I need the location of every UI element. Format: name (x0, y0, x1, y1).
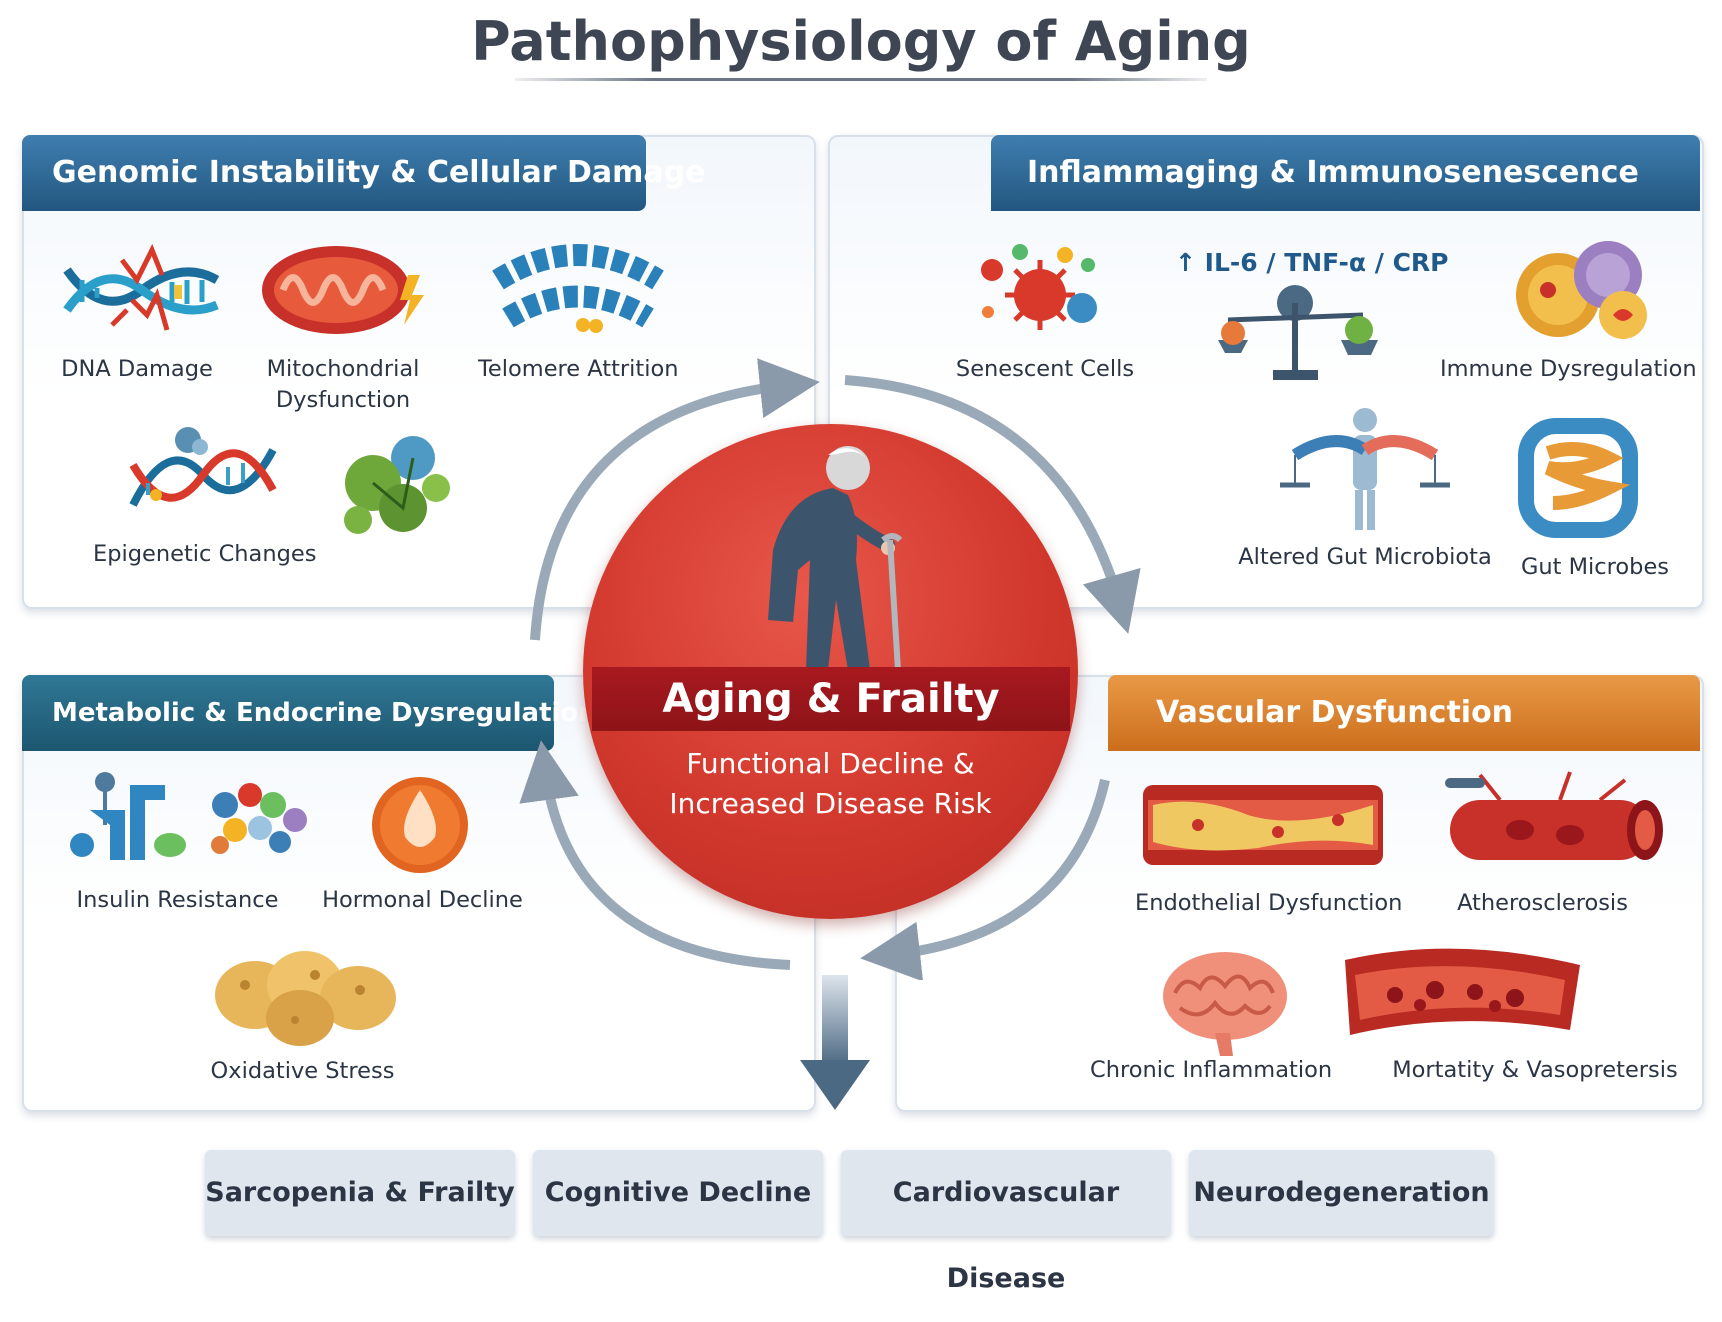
center-subtitle-line2: Increased Disease Risk (669, 787, 992, 820)
label-mitochondrial-line2: Dysfunction (275, 387, 411, 413)
immune-cells-icon (1516, 241, 1647, 339)
epigenetic-cluster-icon (344, 436, 450, 534)
panel-inflammaging-header: Inflammaging & Immunosenescence (991, 135, 1700, 211)
epigenetic-icon (129, 427, 277, 507)
outcome-cognitive-decline: Cognitive Decline (533, 1150, 823, 1236)
page-title: Pathophysiology of Aging (471, 10, 1251, 73)
dna-damage-icon (63, 243, 220, 331)
title-underline (515, 78, 1207, 81)
label-insulin-resistance: Insulin Resistance (76, 887, 279, 913)
hormone-drop-icon (372, 777, 468, 873)
label-gut-microbes: Gut Microbes (1520, 554, 1670, 580)
vessel-plaque-icon (1143, 785, 1383, 865)
label-markers: ↑ IL-6 / TNF-α / CRP (1175, 248, 1449, 277)
label-senescent-cells: Senescent Cells (955, 356, 1135, 382)
label-dna-damage: DNA Damage (61, 356, 213, 382)
panel-vascular-header: Vascular Dysfunction (1108, 675, 1700, 751)
senescent-cells-icon (981, 244, 1097, 330)
label-altered-gut-microbiota: Altered Gut Microbiota (1238, 544, 1492, 570)
center-subtitle-line1: Functional Decline & (686, 747, 975, 780)
panel-metabolic-header: Metabolic & Endocrine Dysregulation (22, 675, 597, 751)
telomere-icon (492, 244, 664, 333)
outcome-cardiovascular: Cardiovascular Disease (841, 1150, 1171, 1294)
label-immune-dysregulation: Immune Dysregulation (1440, 356, 1697, 382)
outcome-sarcopenia: Sarcopenia & Frailty (205, 1150, 515, 1236)
label-mitochondrial-line1: Mitochondrial (266, 356, 420, 382)
microbiota-balance-icon (1280, 408, 1450, 530)
intestine-icon (1518, 418, 1638, 538)
label-telomere: Telomere Attrition (478, 356, 679, 382)
label-chronic-inflammation: Chronic Inflammation (1090, 1057, 1333, 1083)
brain-icon (1163, 952, 1287, 1056)
insulin-receptor-icon (70, 772, 186, 860)
elderly-person-icon (768, 446, 903, 670)
outcome-neurodegeneration: Neurodegeneration (1189, 1150, 1494, 1236)
oxidative-stress-icon (215, 951, 396, 1046)
label-hormonal-decline: Hormonal Decline (322, 887, 523, 913)
label-endothelial-dysfunction: Endothelial Dysfunction (1135, 890, 1403, 916)
label-mortality: Mortatity & Vasopretersis (1392, 1057, 1678, 1083)
cycle-arrows (519, 358, 1141, 980)
artery-icon (1445, 771, 1663, 860)
center-title: Aging & Frailty (592, 667, 1070, 731)
damaged-vessel-icon (1345, 948, 1580, 1035)
mitochondria-icon (262, 246, 424, 334)
balance-scale-icon (1218, 285, 1378, 380)
panel-genomic-header: Genomic Instability & Cellular Damage (22, 135, 705, 211)
molecules-icon (211, 783, 307, 854)
label-oxidative-stress: Oxidative Stress (210, 1058, 395, 1084)
down-arrow-icon (800, 975, 870, 1110)
label-epigenetic: Epigenetic Changes (93, 541, 317, 567)
label-atherosclerosis: Atherosclerosis (1457, 890, 1628, 916)
